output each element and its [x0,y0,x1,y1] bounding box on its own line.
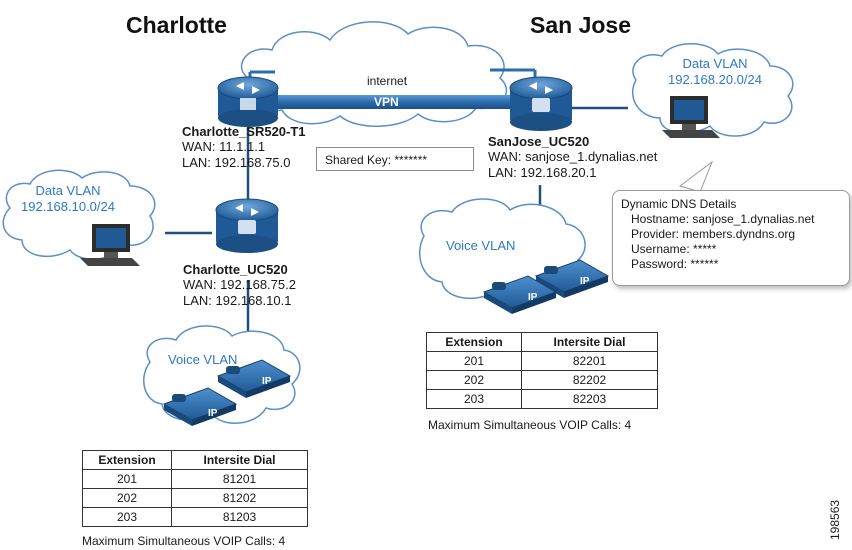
dynamic-dns-callout: Dynamic DNS Details Hostname: sanjose_1.… [612,190,850,286]
sanjose-phone-ip-label-1: IP [580,276,590,287]
sanjose-uc-info: SanJose_UC520 WAN: sanjose_1.dynalias.ne… [488,134,657,181]
charlotte-data-vlan-label: Data VLAN 192.168.10.0/24 [8,183,128,215]
charlotte-phone-ip-label-1: IP [262,376,272,387]
dns-provider: Provider: members.dyndns.org [631,227,796,241]
table-cell: 203 [426,389,522,409]
sanjose-data-vlan-label: Data VLAN 192.168.20.0/24 [650,56,780,88]
charlotte-extension-table: Extension Intersite Dial 201 81201 202 8… [82,450,308,527]
column-header: Intersite Dial [521,332,658,352]
table-cell: 201 [426,351,522,371]
column-header: Intersite Dial [171,450,308,470]
column-header: Extension [82,450,172,470]
dns-password: Password: ****** [631,257,719,271]
sanjose-pc-icon [662,96,720,138]
table-cell: 81202 [171,488,308,508]
charlotte-pc-icon [80,224,140,266]
shared-key-box: Shared Key: ******* [316,147,474,171]
dns-username: Username: ***** [631,242,717,256]
vpn-label: VPN [374,95,399,109]
lan-address: LAN: 192.168.75.0 [182,155,291,170]
lan-address: LAN: 192.168.10.1 [183,293,292,308]
figure-number: 198563 [828,499,842,540]
column-header: Extension [426,332,522,352]
internet-label: internet [367,74,408,88]
vlan-title: Data VLAN [682,56,748,71]
table-cell: 82201 [521,351,658,371]
charlotte-uc-info: Charlotte_UC520 WAN: 192.168.75.2 LAN: 1… [183,262,296,309]
dns-title: Dynamic DNS Details [621,197,737,211]
table-header-row: Extension Intersite Dial [82,450,308,470]
charlotte-router-info: Charlotte_SR520-T1 WAN: 11.1.1.1 LAN: 19… [182,124,306,171]
table-cell: 81203 [171,507,308,527]
sanjose-voice-vlan-label: Voice VLAN [446,238,516,253]
sanjose-extension-table: Extension Intersite Dial 201 82201 202 8… [426,332,658,409]
charlotte-voice-vlan-label: Voice VLAN [168,352,238,367]
vlan-subnet: 192.168.20.0/24 [668,72,762,87]
device-name: Charlotte_UC520 [183,262,288,277]
vlan-title: Data VLAN [35,183,101,198]
table-row: 201 82201 [426,351,658,371]
device-name: SanJose_UC520 [488,134,590,149]
table-cell: 202 [426,370,522,390]
device-name: Charlotte_SR520-T1 [182,124,306,139]
charlotte-phone-ip-label-2: IP [208,408,218,419]
charlotte-ip-phones-icon [162,359,292,426]
table-cell: 81201 [171,469,308,489]
table-cell: 201 [82,469,172,489]
charlotte-sr520-router-icon [217,76,279,127]
table-cell: 82203 [521,389,658,409]
wan-address: WAN: 192.168.75.2 [183,277,296,292]
vlan-subnet: 192.168.10.0/24 [21,199,115,214]
sanjose-uc520-icon [509,76,573,131]
sanjose-ip-phones-icon [482,259,610,314]
table-row: 203 82203 [426,389,658,409]
wan-address: WAN: sanjose_1.dynalias.net [488,149,658,164]
site-title-sanjose: San Jose [530,12,631,38]
table-row: 202 82202 [426,370,658,390]
table-row: 201 81201 [82,469,308,489]
table-cell: 82202 [521,370,658,390]
wan-address: WAN: 11.1.1.1 [182,139,266,154]
table-row: 203 81203 [82,507,308,527]
table-row: 202 81202 [82,488,308,508]
table-cell: 203 [82,507,172,527]
charlotte-uc520-icon [215,198,279,253]
lan-address: LAN: 192.168.20.1 [488,165,597,180]
callout-pointer [678,160,714,193]
table-header-row: Extension Intersite Dial [426,332,658,352]
table-cell: 202 [82,488,172,508]
charlotte-max-calls: Maximum Simultaneous VOIP Calls: 4 [82,534,286,548]
site-title-charlotte: Charlotte [126,12,227,38]
sanjose-phone-ip-label-2: IP [528,292,538,303]
dns-hostname: Hostname: sanjose_1.dynalias.net [631,212,815,226]
sanjose-max-calls: Maximum Simultaneous VOIP Calls: 4 [428,418,632,432]
